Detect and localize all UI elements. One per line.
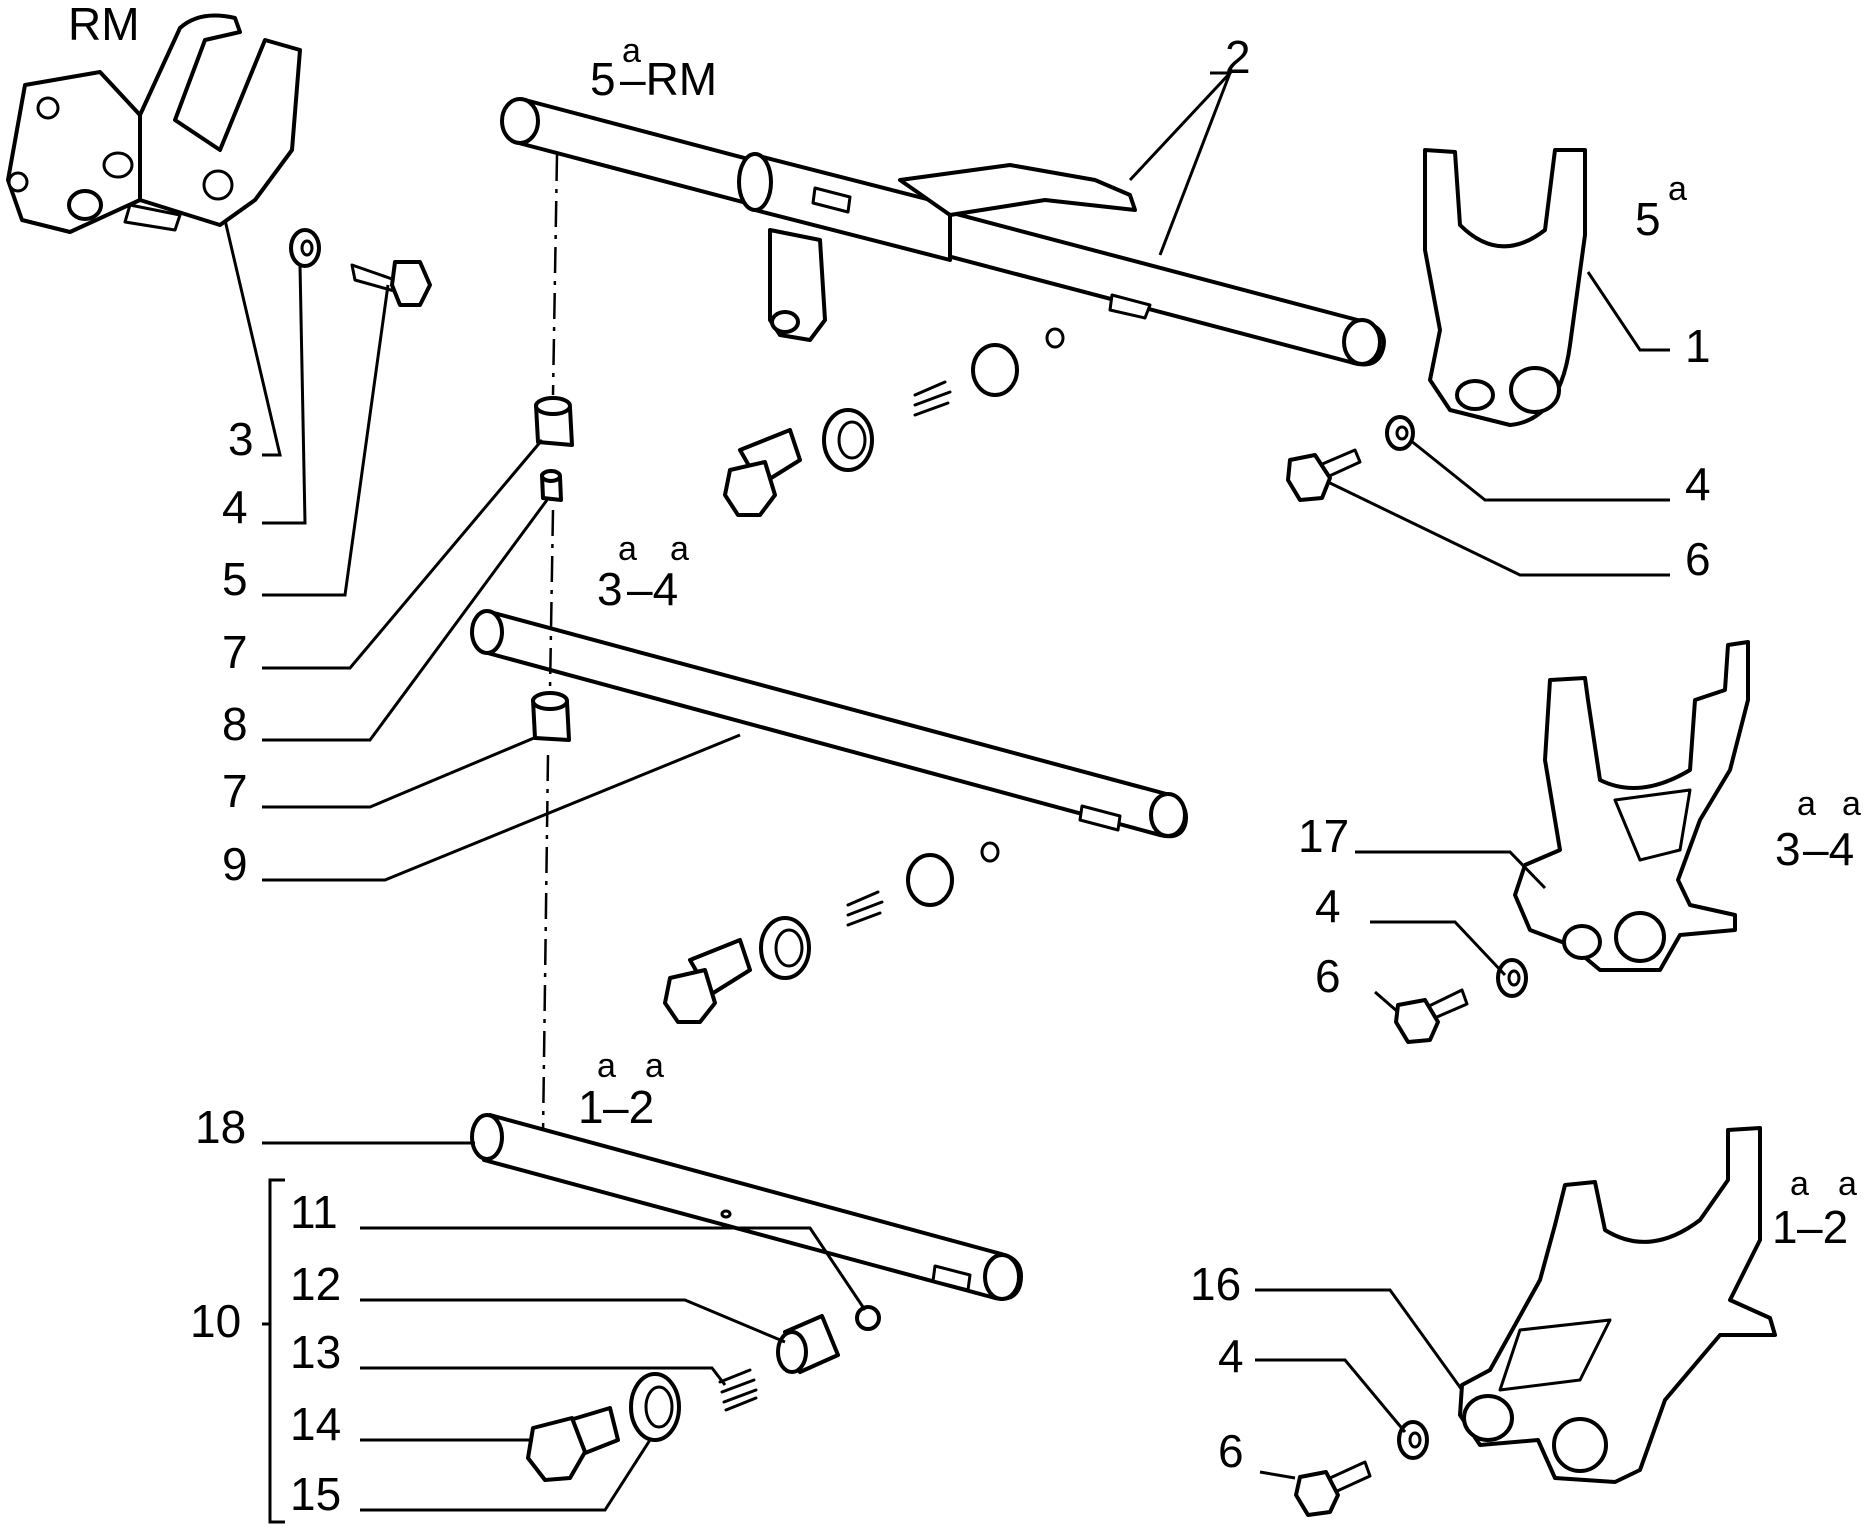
rod-part-2: [500, 97, 1386, 367]
callout-15: 15: [290, 1468, 341, 1520]
rod18-label-sup2: a: [645, 1047, 664, 1085]
rod-part-9: [470, 609, 1188, 839]
fork-part-17-third-fourth: [1513, 640, 1750, 972]
leader-lines: [223, 71, 1670, 1524]
washer-part-4a: [289, 228, 321, 268]
gear-label-5-rm-base: 5: [590, 53, 616, 105]
fork16-label-sup2: a: [1838, 1165, 1857, 1203]
fork16-label-mid: –2: [1797, 1201, 1848, 1253]
callout-numbers: 2 1 4 6 3 4 5 7 8 7 9 17 4 6 18 11 12 10…: [190, 31, 1711, 1520]
detent-set-rod-2: [723, 327, 1065, 517]
screw-part-6a: [1286, 448, 1362, 502]
callout-11: 11: [290, 1186, 338, 1238]
callout-16: 16: [1190, 1258, 1241, 1310]
fork16-label-sup1: a: [1790, 1165, 1809, 1203]
rod18-label-sup1: a: [597, 1047, 616, 1085]
callout-4-fork-17: 4: [1315, 880, 1341, 932]
callout-4-rm: 4: [222, 481, 248, 533]
washer-part-4b: [1385, 415, 1415, 451]
callout-2: 2: [1225, 31, 1251, 83]
callout-13: 13: [290, 1326, 341, 1378]
callout-14: 14: [290, 1398, 341, 1450]
callout-6-fork-17: 6: [1315, 950, 1341, 1002]
reverse-fork-assembly: [6, 13, 302, 234]
callout-4-fork-1: 4: [1685, 458, 1711, 510]
callout-18: 18: [195, 1101, 246, 1153]
pin-part-8: [540, 469, 563, 502]
gear-label-fifth-sup: a: [1668, 170, 1687, 208]
gear-label-rm: RM: [68, 0, 140, 50]
spring-part-13: [718, 1368, 758, 1412]
rod9-label-sup2: a: [670, 530, 689, 568]
callout-9: 9: [222, 838, 248, 890]
fork17-label-sup1: a: [1797, 785, 1816, 823]
callout-7-bottom: 7: [222, 765, 248, 817]
washer-part-4c: [1496, 958, 1528, 998]
rod18-label-base1: 1: [578, 1081, 604, 1133]
screw-part-5: [350, 260, 432, 307]
screw-part-6b: [1394, 988, 1469, 1044]
fork-part-16-first-second: [1458, 1126, 1777, 1484]
ball-part-11: [855, 1305, 881, 1331]
assembly-axis: [541, 154, 559, 1136]
rod9-label-mid: –4: [627, 563, 678, 615]
fork-part-1-fifth: [1423, 148, 1587, 427]
rod18-label-mid: –2: [603, 1081, 654, 1133]
seal-ring-part-15: [629, 1372, 681, 1442]
callout-17: 17: [1298, 810, 1349, 862]
rod9-label-base1: 3: [597, 563, 623, 615]
callout-5: 5: [222, 553, 248, 605]
rod-part-18: [470, 1113, 1023, 1301]
pin-part-7a: [534, 396, 574, 447]
fork17-label-mid: –4: [1803, 823, 1854, 875]
gear-label-5-rm-tail: –RM: [620, 53, 717, 105]
callout-6-fork-16: 6: [1218, 1425, 1244, 1477]
washer-part-4d: [1397, 1420, 1429, 1460]
fork17-label-sup2: a: [1842, 785, 1861, 823]
callout-3: 3: [228, 413, 254, 465]
callout-7-top: 7: [222, 626, 248, 678]
gear-label-fifth-base: 5: [1635, 193, 1661, 245]
callout-6-fork-1: 6: [1685, 533, 1711, 585]
gear-label-5-rm-sup: a: [622, 32, 641, 70]
callout-8: 8: [222, 698, 248, 750]
plunger-part-12: [776, 1314, 840, 1374]
callout-4-fork-16: 4: [1218, 1330, 1244, 1382]
rod9-label-sup1: a: [618, 530, 637, 568]
screw-part-6c: [1294, 1460, 1372, 1517]
callout-12: 12: [290, 1258, 341, 1310]
fork16-label-base1: 1: [1772, 1201, 1798, 1253]
plug-part-14: [526, 1406, 620, 1482]
callout-1: 1: [1685, 320, 1711, 372]
pin-part-7b: [531, 691, 571, 742]
fork17-label-base1: 3: [1775, 823, 1801, 875]
detent-set-rod-9: [663, 841, 1000, 1024]
callout-10: 10: [190, 1295, 241, 1347]
